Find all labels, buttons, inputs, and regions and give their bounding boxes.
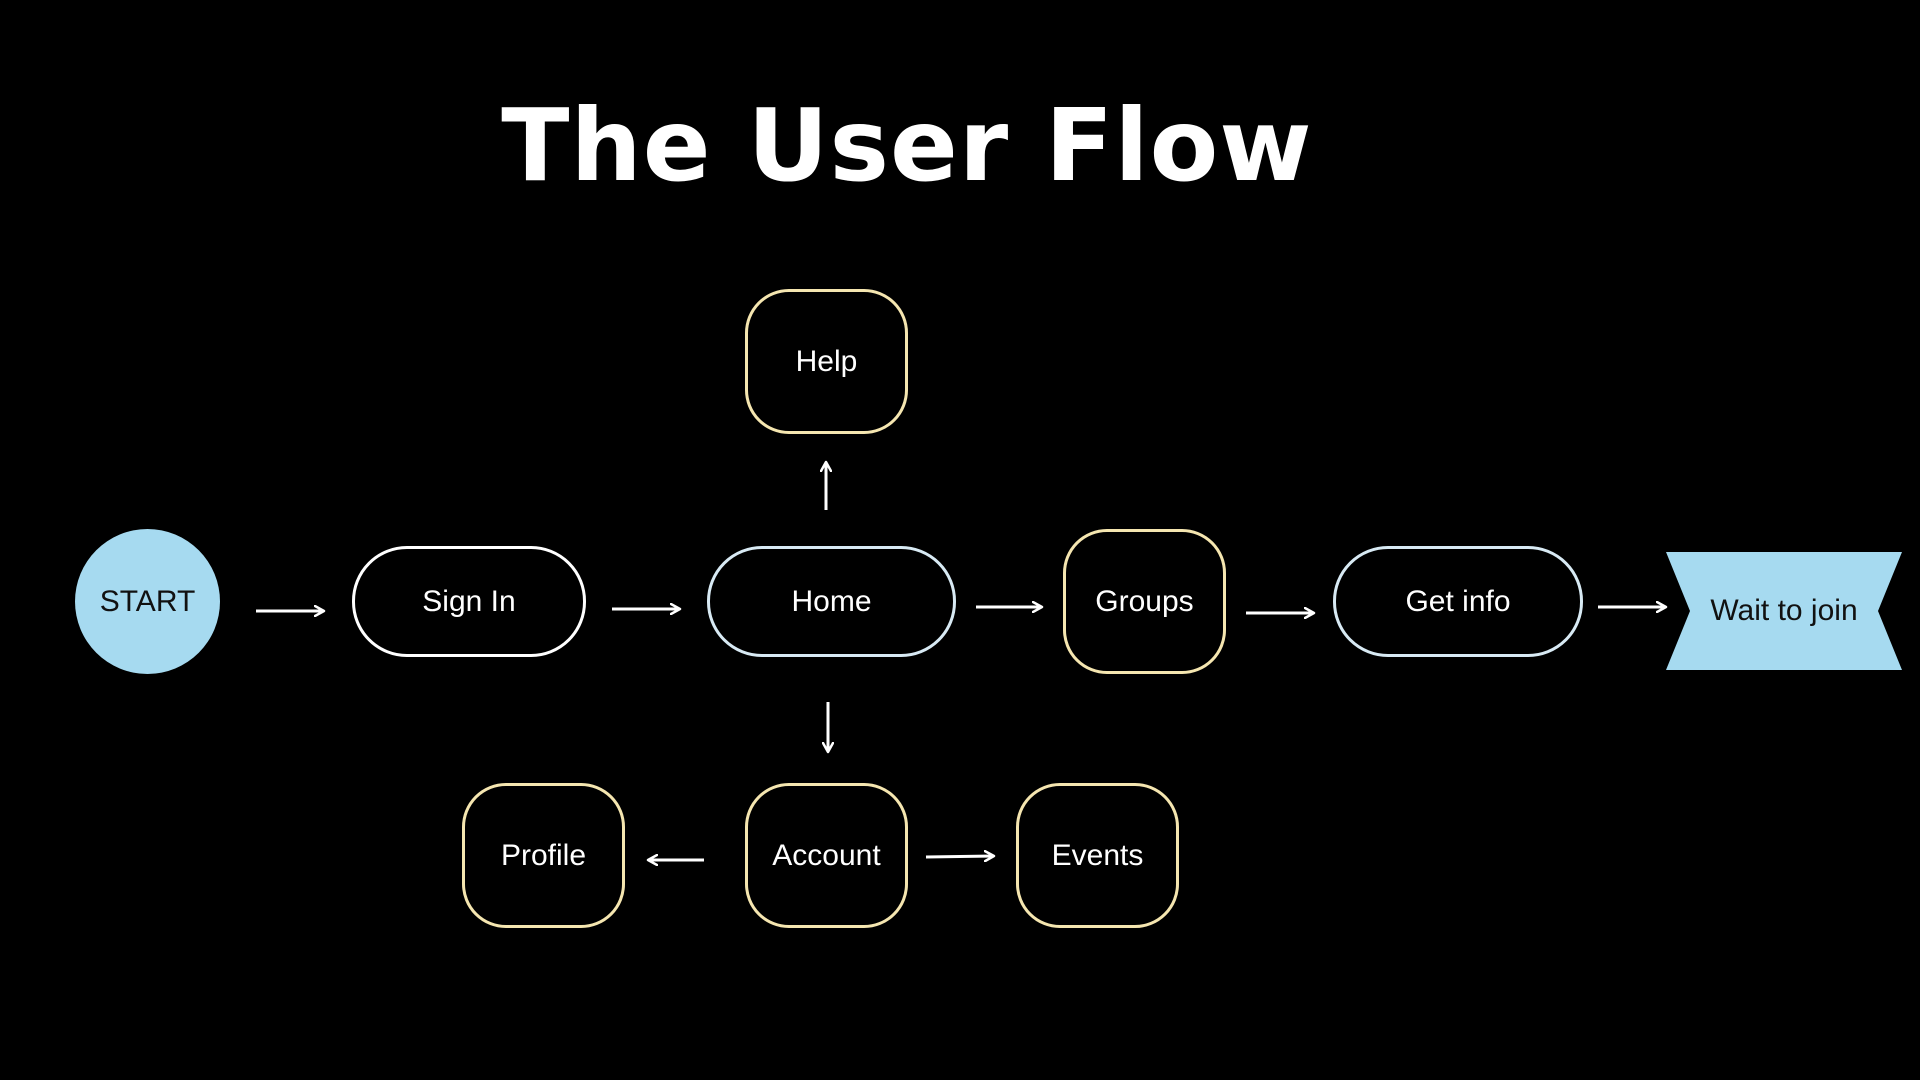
account-node-label: Account [772,838,881,872]
profile-node-label: Profile [500,838,587,872]
start-node-label: START [99,584,196,618]
account-node[interactable]: Account [745,783,908,928]
sign-in-node[interactable]: Sign In [352,546,586,657]
groups-node-label: Groups [1095,584,1194,618]
ribbon-shape [1666,552,1902,670]
groups-node[interactable]: Groups [1063,529,1226,674]
get-info-node-label: Get info [1405,584,1511,618]
help-node-label: Help [795,344,858,378]
sign-in-node-label: Sign In [422,584,516,618]
wait-to-join-node[interactable]: Wait to join [1666,552,1902,670]
profile-node[interactable]: Profile [462,783,625,928]
home-node-label: Home [791,584,872,618]
arrow-account-to-events [925,856,994,857]
start-node[interactable]: START [75,529,220,674]
home-node[interactable]: Home [707,546,956,657]
get-info-node[interactable]: Get info [1333,546,1583,657]
help-node[interactable]: Help [745,289,908,434]
page-title: The User Flow [501,87,1313,204]
wait-to-join-node-label: Wait to join [1710,594,1858,627]
events-node[interactable]: Events [1016,783,1179,928]
events-node-label: Events [1051,838,1144,872]
